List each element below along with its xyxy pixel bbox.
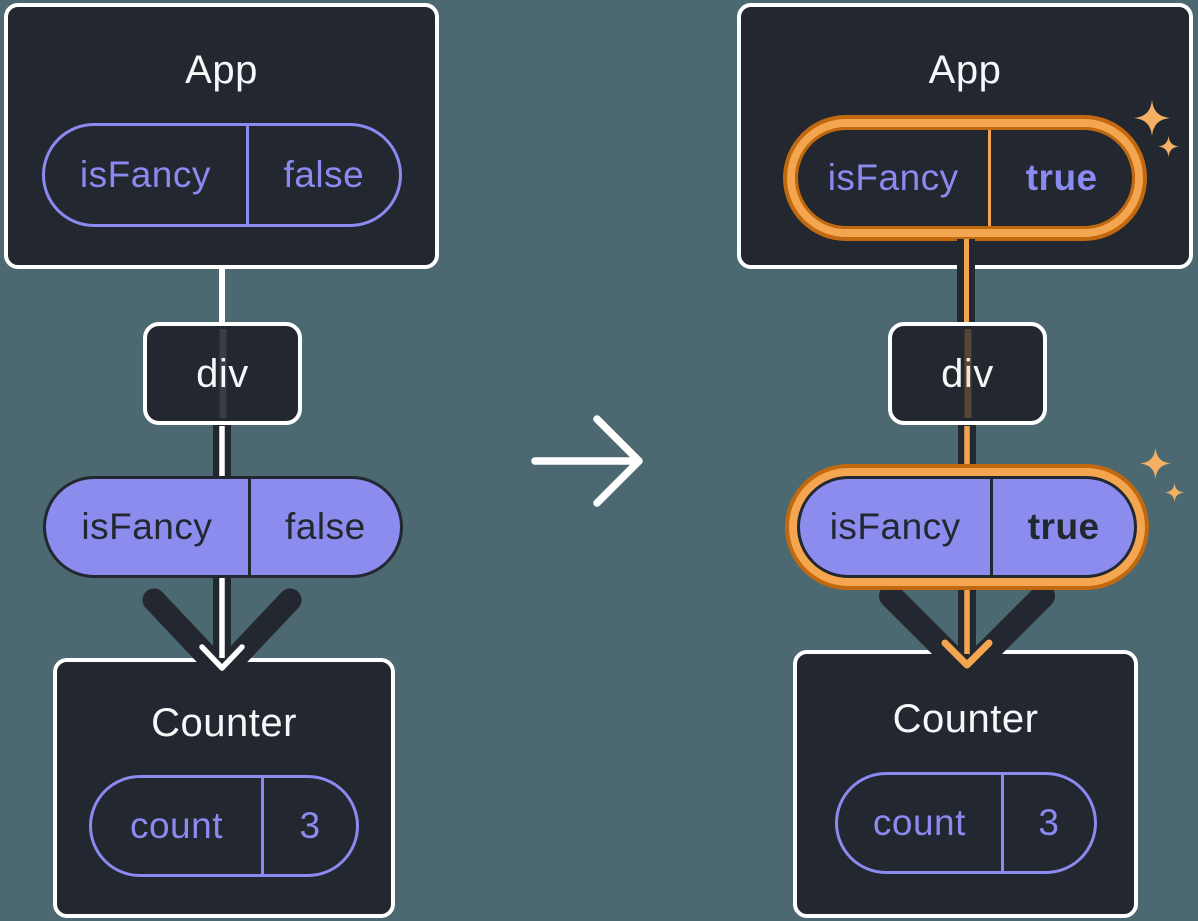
component-title: Counter bbox=[151, 701, 297, 745]
div-label: div bbox=[941, 351, 994, 396]
passed-prop-pill: isFancy false bbox=[43, 476, 403, 578]
component-title: App bbox=[928, 48, 1002, 92]
state-name: count bbox=[129, 805, 223, 846]
div-card-left: div bbox=[143, 322, 302, 425]
prop-value: false bbox=[247, 479, 400, 575]
sparkle-icon bbox=[1140, 448, 1171, 479]
prop-name: isFancy bbox=[829, 506, 961, 547]
component-title: Counter bbox=[892, 697, 1039, 741]
passed-prop-pill-highlighted: isFancy true bbox=[797, 476, 1137, 578]
connector-app-div bbox=[219, 267, 225, 324]
app-card-right: App isFancy true bbox=[737, 3, 1193, 269]
state-name: count bbox=[872, 802, 966, 843]
state-value: 3 bbox=[1001, 775, 1093, 871]
div-label: div bbox=[196, 351, 249, 396]
prop-name: isFancy bbox=[81, 506, 213, 547]
app-card-left: App isFancy false bbox=[4, 3, 439, 269]
prop-value: true bbox=[990, 479, 1134, 575]
prop-name: isFancy bbox=[79, 154, 211, 195]
prop-value: false bbox=[246, 126, 398, 224]
state-pill: count 3 bbox=[89, 775, 359, 877]
transition-right-arrow-icon bbox=[531, 415, 643, 507]
div-card-right: div bbox=[888, 322, 1047, 425]
state-value: 3 bbox=[260, 778, 356, 874]
prop-name: isFancy bbox=[827, 157, 959, 198]
component-title: App bbox=[185, 48, 258, 92]
pass-through-stripe bbox=[964, 329, 971, 418]
state-pill: count 3 bbox=[834, 772, 1097, 874]
counter-card-right: Counter count 3 bbox=[793, 650, 1138, 918]
prop-value: true bbox=[988, 130, 1132, 226]
connector-app-div-core bbox=[963, 239, 969, 324]
sparkle-icon bbox=[1165, 483, 1184, 502]
prop-pill-highlighted: isFancy true bbox=[795, 127, 1135, 229]
prop-pill: isFancy false bbox=[41, 123, 402, 227]
sparkle-icon bbox=[1158, 136, 1179, 157]
sparkle-icon bbox=[1134, 100, 1170, 136]
pass-through-stripe bbox=[219, 329, 226, 418]
